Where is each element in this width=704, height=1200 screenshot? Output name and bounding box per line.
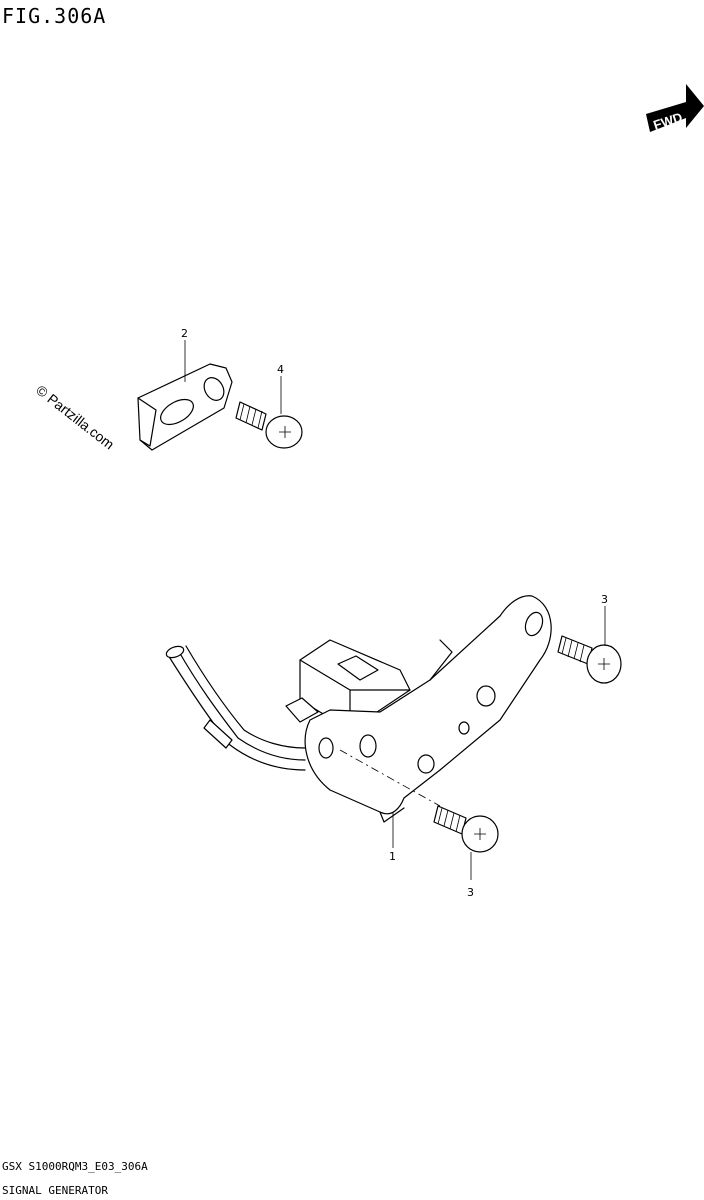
callout-3-upper: 3	[601, 593, 608, 606]
callout-2: 2	[181, 327, 188, 340]
signal-generator-part	[165, 595, 552, 823]
watermark-text: © Partzilla.com	[33, 382, 117, 453]
forward-arrow-icon: FWD	[646, 84, 704, 133]
screw-3-upper-part	[557, 635, 622, 684]
plate-part	[137, 363, 233, 451]
figure-title: FIG.306A	[2, 4, 107, 28]
callout-3-lower: 3	[467, 886, 474, 899]
footer-diagram-code: GSX S1000RQM3_E03_306A	[2, 1160, 148, 1173]
screw-3-lower-part	[433, 805, 499, 853]
callout-1: 1	[389, 850, 396, 863]
callout-4: 4	[277, 363, 284, 376]
screw-4-part	[235, 401, 303, 449]
footer-diagram-name: SIGNAL GENERATOR	[2, 1184, 108, 1197]
